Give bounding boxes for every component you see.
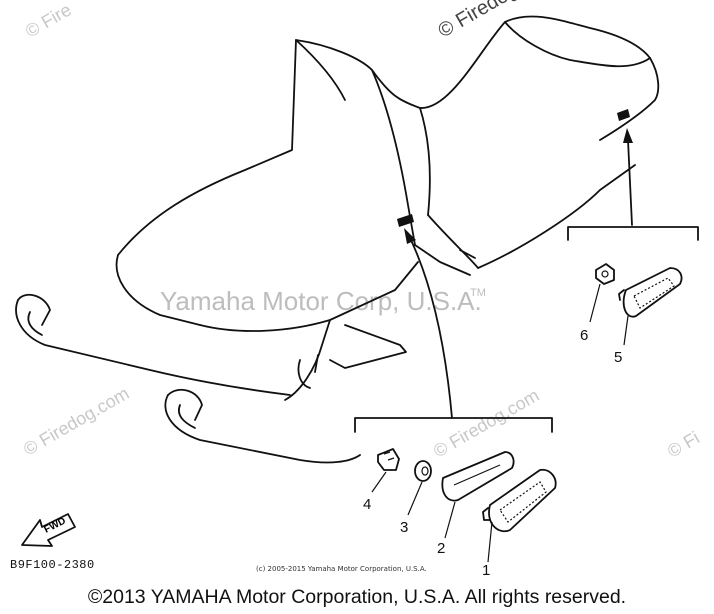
watermark-mid-left: © Firedog.com [20, 383, 132, 459]
part-number-1: 1 [482, 562, 490, 579]
part-number-5: 5 [614, 349, 622, 366]
part-5-leader [623, 315, 629, 346]
small-copyright: (c) 2005-2015 Yamaha Motor Corporation, … [256, 565, 427, 573]
watermark-top-right: © Firedog.com [435, 0, 560, 42]
part-number-6: 6 [580, 327, 588, 344]
watermark-bottom-right: © Firedog.com [430, 385, 542, 461]
copyright-footer: ©2013 YAMAHA Motor Corporation, U.S.A. A… [87, 586, 627, 608]
ski-right [164, 388, 361, 464]
part-1-reflector [482, 468, 557, 533]
decal-spot-rear [617, 109, 630, 121]
leader-front [409, 237, 453, 419]
watermark-top-left: © Fire [22, 0, 75, 41]
leader-rear [627, 139, 633, 226]
part-6-leader [589, 283, 601, 323]
fwd-arrow-icon: FWD [21, 513, 76, 547]
arrow-head-front [404, 228, 416, 244]
ski-left [15, 293, 291, 396]
snowmobile-outline [115, 15, 660, 401]
part-number-2: 2 [437, 540, 445, 557]
bracket-front [354, 417, 553, 433]
arrow-head-rear [623, 128, 633, 143]
part-3-washer [414, 460, 432, 482]
part-number-4: 4 [363, 496, 371, 513]
reference-code: B9F100-2380 [10, 558, 95, 572]
part-5-reflector [618, 267, 683, 318]
part-6-nut [595, 263, 615, 285]
watermark-center: Yamaha Motor Corp, U.S.A. [160, 286, 482, 316]
part-3-leader [407, 481, 423, 516]
bracket-rear [567, 226, 699, 241]
part-number-3: 3 [400, 519, 408, 536]
part-4-nut [377, 448, 400, 471]
watermark-trademark: TM [470, 287, 486, 299]
watermark-right-edge: © Fi [664, 428, 703, 462]
decal-spot-front [397, 214, 414, 227]
part-1-leader [487, 521, 493, 563]
part-4-leader [371, 471, 387, 493]
part-2-plate [441, 451, 515, 502]
part-2-leader [444, 501, 456, 539]
